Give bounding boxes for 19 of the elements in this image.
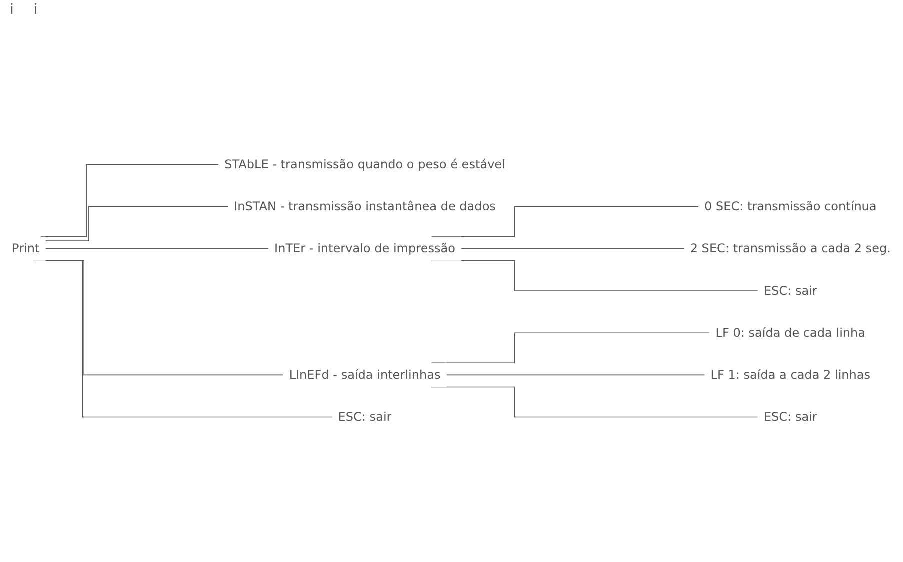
node-text: ESC: sair (764, 410, 818, 424)
node-text: 2 SEC: transmissão a cada 2 seg. (690, 241, 891, 256)
ellipsis-mark: i (10, 2, 14, 18)
node-text: LF 1: saída a cada 2 linhas (710, 368, 871, 382)
connector (45, 206, 228, 242)
connector (45, 248, 269, 250)
connector (431, 386, 758, 418)
node-text: ESC: sair (338, 410, 392, 424)
connector (33, 260, 333, 418)
node-text: LF 0: saída de cada linha (716, 326, 866, 340)
node-text: InSTAN - transmissão instantânea de dados (234, 199, 496, 214)
node-text: STAbLE - transmissão quando o peso é estável (224, 157, 506, 172)
node-text: LInEFd - saída interlinhas (289, 368, 441, 382)
connector (461, 248, 685, 250)
node-text: 0 SEC: transmissão contínua (704, 199, 877, 214)
node-text: ESC: sair (764, 283, 818, 298)
connector (431, 260, 758, 292)
connector (446, 374, 706, 376)
ellipsis-mark: i (34, 2, 38, 18)
